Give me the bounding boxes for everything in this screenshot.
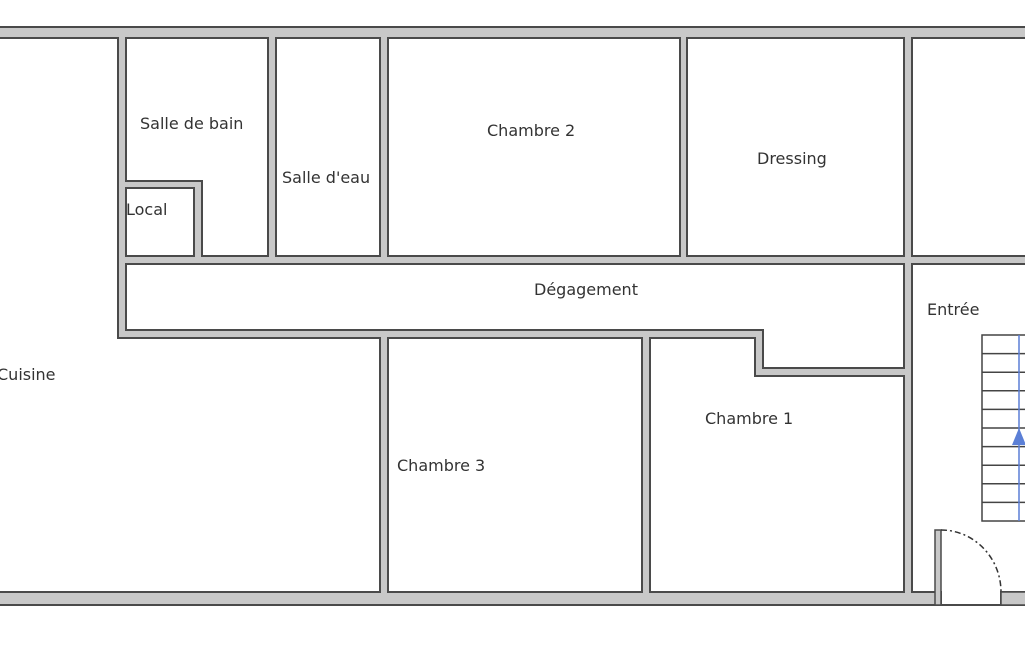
room-degagement	[125, 263, 905, 369]
label-salle-de-bain: Salle de bain	[140, 114, 243, 133]
label-chambre-3: Chambre 3	[397, 456, 485, 475]
room-local	[125, 187, 195, 257]
label-cuisine: Cuisine	[0, 365, 56, 384]
room-dressing	[686, 37, 905, 257]
label-salle-eau: Salle d'eau	[282, 168, 370, 187]
room-chambre-1	[649, 337, 905, 593]
door-jamb-right	[1000, 591, 1025, 606]
label-degagement: Dégagement	[534, 280, 638, 299]
label-dressing: Dressing	[757, 149, 827, 168]
room-salle-de-bain	[125, 37, 269, 257]
stair-up-arrow-icon	[1012, 428, 1025, 445]
label-chambre-2: Chambre 2	[487, 121, 575, 140]
room-cuisine	[0, 37, 381, 593]
label-entree: Entrée	[927, 300, 979, 319]
room-right-top	[911, 37, 1025, 257]
staircase	[981, 334, 1025, 522]
label-local: Local	[126, 200, 167, 219]
door-jamb	[934, 529, 942, 606]
room-chambre-3	[387, 337, 643, 593]
room-chambre-2	[387, 37, 681, 257]
label-chambre-1: Chambre 1	[705, 409, 793, 428]
room-salle-eau	[275, 37, 381, 257]
door-swing-arc[interactable]	[940, 529, 1002, 593]
